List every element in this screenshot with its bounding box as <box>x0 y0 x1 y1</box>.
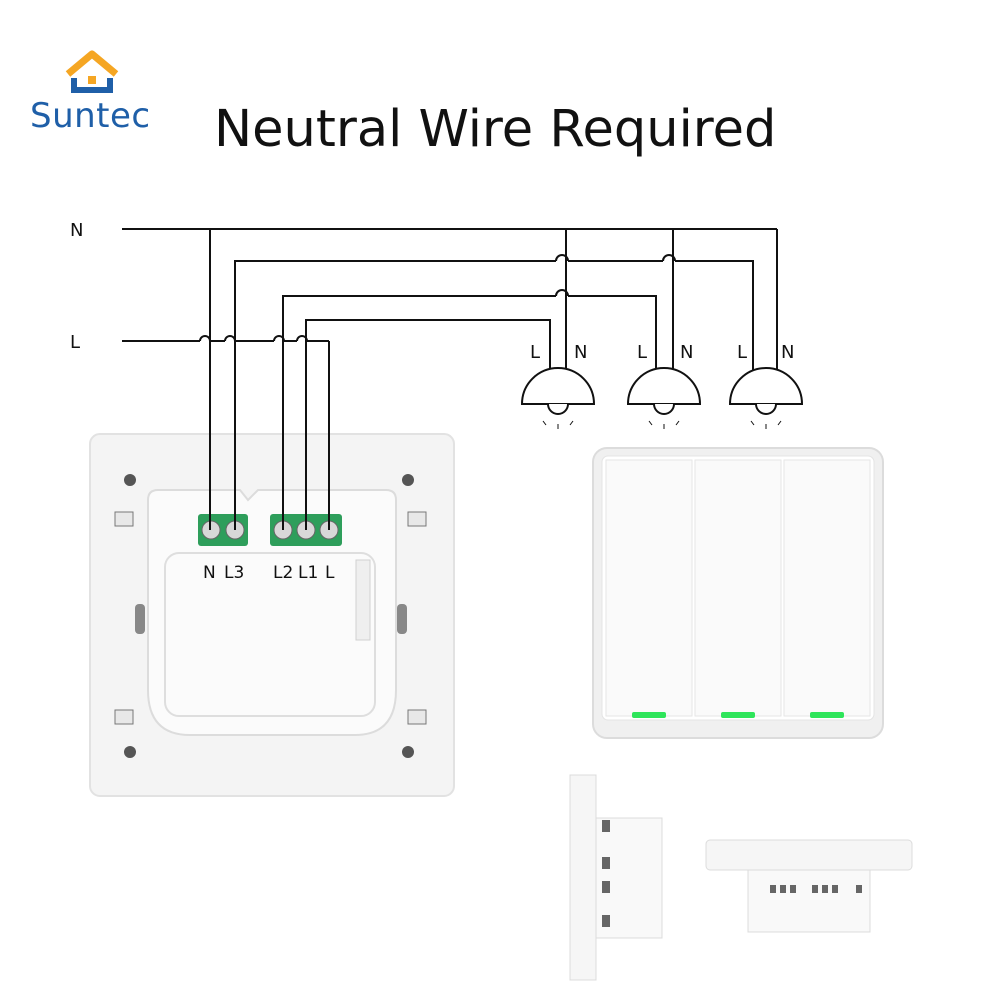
lamp-icon <box>728 367 804 405</box>
lamp-icon <box>626 367 702 405</box>
switch-back-view: N L3 L2 L1 L <box>89 433 455 797</box>
svg-text:L: L <box>637 342 647 363</box>
brand-name: Suntec <box>30 96 151 136</box>
indicator-led <box>632 712 666 718</box>
switch-button-1[interactable] <box>605 459 693 717</box>
lamp-1: L N <box>520 342 596 429</box>
svg-text:L: L <box>737 342 747 363</box>
live-wire-label: L <box>70 332 80 353</box>
switch-side-view <box>569 774 663 981</box>
house-icon <box>65 50 119 93</box>
wires <box>122 228 778 530</box>
svg-text:N: N <box>574 342 587 363</box>
indicator-led <box>810 712 844 718</box>
lamp-icon <box>520 367 596 405</box>
terminal-label-l2: L2 <box>273 563 293 583</box>
svg-text:L: L <box>530 342 540 363</box>
brand-logo: Suntec <box>30 44 160 144</box>
neutral-wire-label: N <box>70 220 83 241</box>
indicator-led <box>721 712 755 718</box>
switch-bottom-view <box>705 839 913 933</box>
page-title: Neutral Wire Required <box>214 100 777 159</box>
switch-button-3[interactable] <box>783 459 871 717</box>
lamp-3: L N <box>728 342 804 429</box>
terminal-label-l: L <box>325 563 335 583</box>
terminal-label-l1: L1 <box>298 563 318 583</box>
lamp-2: L N <box>626 342 702 429</box>
svg-text:N: N <box>781 342 794 363</box>
svg-text:N: N <box>680 342 693 363</box>
terminal-label-l3: L3 <box>224 563 244 583</box>
switch-front-view <box>592 447 884 739</box>
terminal-label-n: N <box>203 563 216 583</box>
switch-button-2[interactable] <box>694 459 782 717</box>
